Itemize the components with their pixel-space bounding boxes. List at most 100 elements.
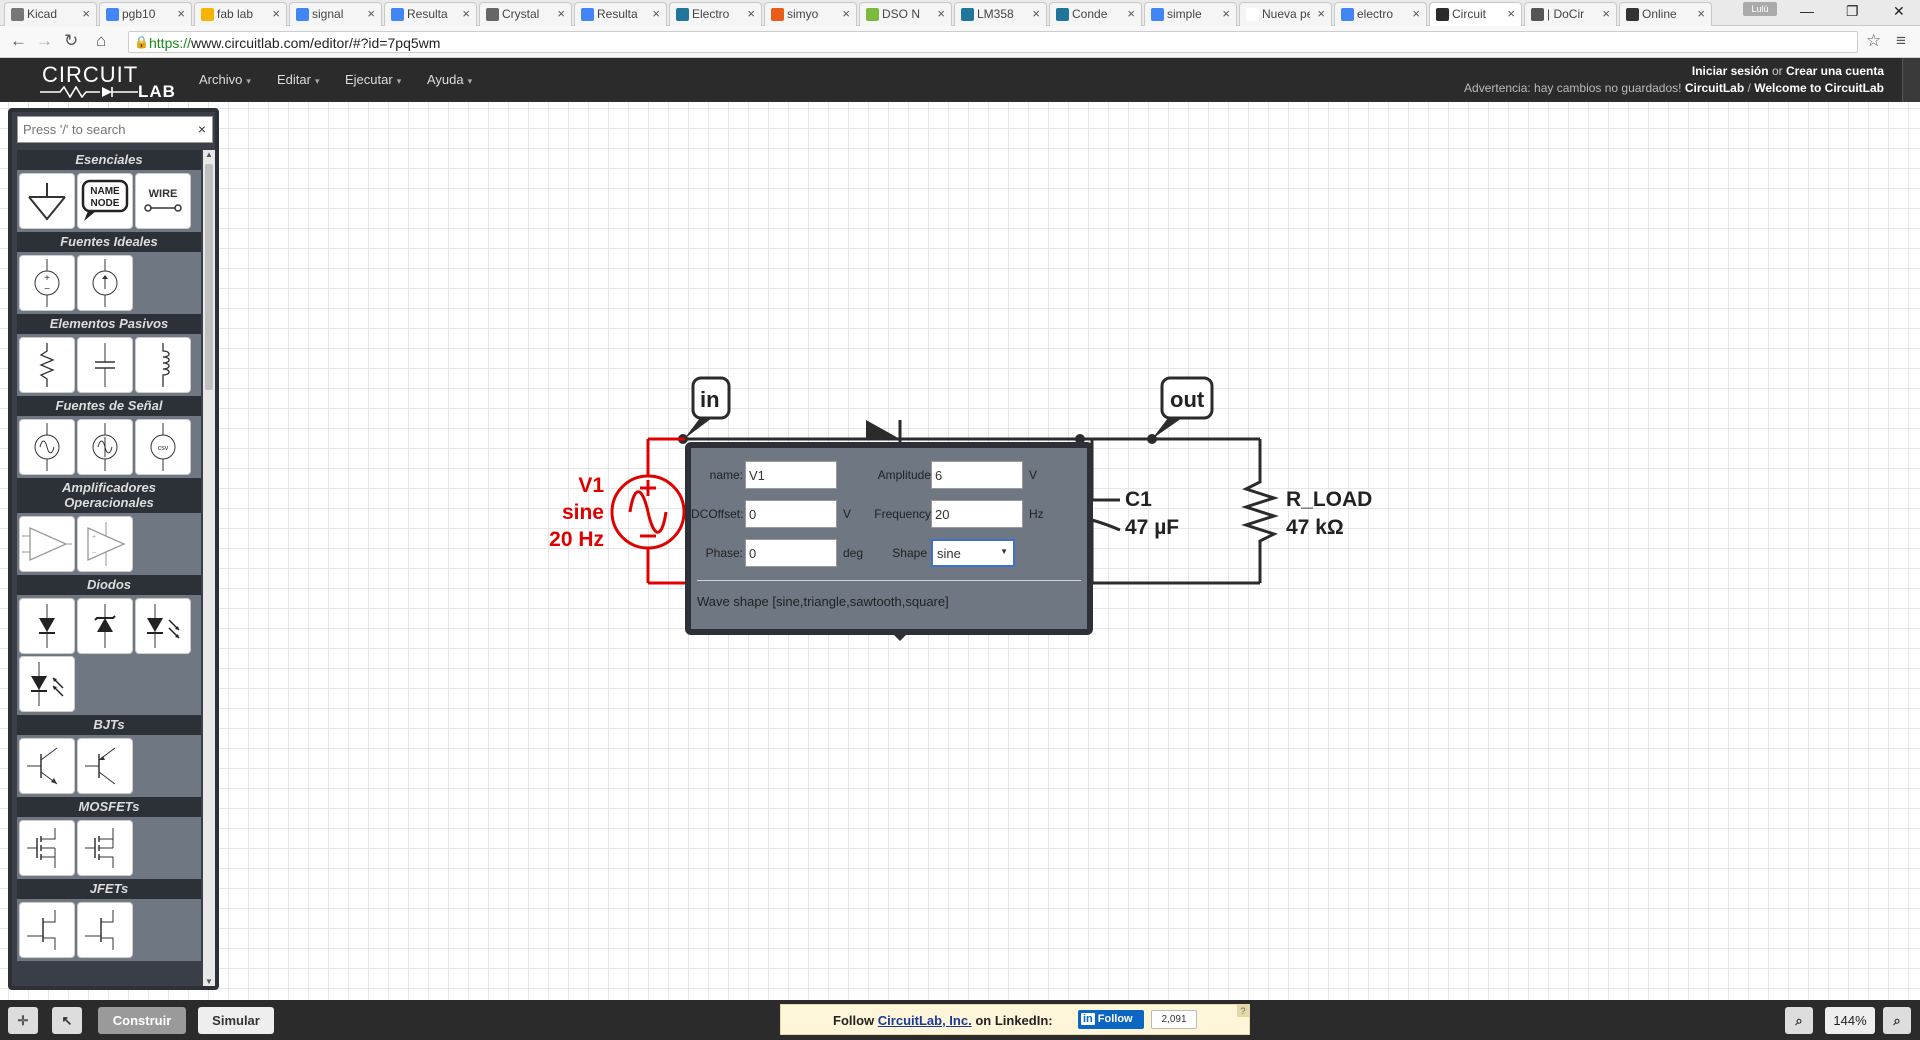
url-input[interactable]: 🔒 https://www.circuitlab.com/editor/#?id… xyxy=(128,31,1858,53)
zener-component[interactable] xyxy=(77,598,133,654)
cap-label-block[interactable]: C1 47 µF xyxy=(1125,486,1179,542)
frequency-field[interactable]: 20 xyxy=(931,500,1023,528)
tab-close-icon[interactable]: × xyxy=(462,6,470,21)
browser-tab[interactable]: Conde× xyxy=(1049,2,1142,26)
brand-link[interactable]: CircuitLab xyxy=(1684,81,1745,95)
zoom-out-icon[interactable]: ⌕ xyxy=(1785,1007,1813,1034)
tab-close-icon[interactable]: × xyxy=(1222,6,1230,21)
name-node-component[interactable]: NAME NODE xyxy=(77,173,133,229)
tab-close-icon[interactable]: × xyxy=(367,6,375,21)
npn-component[interactable] xyxy=(19,738,75,794)
scroll-up-icon[interactable]: ▲ xyxy=(205,150,213,159)
menu-ejecutar[interactable]: Ejecutar▾ xyxy=(345,72,402,87)
reload-icon[interactable]: ↻ xyxy=(64,31,79,50)
node-out-label[interactable]: out xyxy=(1170,387,1205,412)
profile-badge[interactable]: Lulú xyxy=(1743,2,1777,16)
bookmark-star-icon[interactable]: ☆ xyxy=(1866,31,1882,50)
browser-tab[interactable]: electro× xyxy=(1334,2,1427,26)
capacitor-component[interactable] xyxy=(77,337,133,393)
forward-icon[interactable]: → xyxy=(36,31,53,50)
source-label-block[interactable]: V1 sine 20 Hz xyxy=(540,472,604,553)
tab-close-icon[interactable]: × xyxy=(1602,6,1610,21)
resistor-component[interactable] xyxy=(19,337,75,393)
tab-close-icon[interactable]: × xyxy=(652,6,660,21)
tab-close-icon[interactable]: × xyxy=(557,6,565,21)
tab-close-icon[interactable]: × xyxy=(82,6,90,21)
browser-tab[interactable]: fab lab× xyxy=(194,2,287,26)
menu-icon[interactable]: ≡ xyxy=(1896,31,1906,50)
tab-close-icon[interactable]: × xyxy=(1032,6,1040,21)
browser-tab[interactable]: pgb10× xyxy=(99,2,192,26)
diode-component[interactable] xyxy=(19,598,75,654)
company-link[interactable]: CircuitLab, Inc. xyxy=(877,1013,972,1028)
simulate-tab[interactable]: Simular xyxy=(198,1007,274,1034)
help-icon[interactable]: ? xyxy=(1237,1005,1249,1017)
browser-tab[interactable]: Nueva pe× xyxy=(1239,2,1332,26)
browser-tab[interactable]: LM358× xyxy=(954,2,1047,26)
res-label-block[interactable]: R_LOAD 47 kΩ xyxy=(1286,486,1372,542)
browser-tab[interactable]: Online× xyxy=(1619,2,1712,26)
pjfet-component[interactable] xyxy=(77,902,133,958)
menu-ayuda[interactable]: Ayuda▾ xyxy=(427,72,473,87)
tab-close-icon[interactable]: × xyxy=(747,6,755,21)
pan-tool-icon[interactable]: ✛ xyxy=(8,1007,38,1034)
restore-icon[interactable]: ❐ xyxy=(1846,3,1859,19)
opamp-supply-component[interactable]: +− xyxy=(77,516,133,572)
browser-tab[interactable]: Kicad× xyxy=(4,2,97,26)
login-link[interactable]: Iniciar sesión xyxy=(1691,64,1769,78)
select-tool-icon[interactable]: ↖ xyxy=(52,1007,82,1034)
circuit-drawing[interactable] xyxy=(0,102,1920,1000)
browser-tab[interactable]: Circuit× xyxy=(1429,2,1522,26)
clear-search-icon[interactable]: × xyxy=(197,121,206,137)
shape-select[interactable]: sine ▼ xyxy=(931,539,1015,567)
close-window-icon[interactable]: ✕ xyxy=(1893,3,1905,19)
tab-close-icon[interactable]: × xyxy=(1507,6,1515,21)
pnp-component[interactable] xyxy=(77,738,133,794)
voltage-source-component[interactable]: +− xyxy=(19,255,75,311)
browser-tab[interactable]: Resulta× xyxy=(384,2,477,26)
amplitude-field[interactable]: 6 xyxy=(931,461,1023,489)
tab-close-icon[interactable]: × xyxy=(1412,6,1420,21)
pmos-component[interactable] xyxy=(77,820,133,876)
header-scrollbar[interactable] xyxy=(1902,58,1920,102)
led-component[interactable] xyxy=(135,598,191,654)
minimize-icon[interactable]: — xyxy=(1800,3,1814,19)
ground-component[interactable] xyxy=(19,173,75,229)
tab-close-icon[interactable]: × xyxy=(1127,6,1135,21)
node-in-label[interactable]: in xyxy=(700,387,720,412)
phase-field[interactable]: 0 xyxy=(745,539,837,567)
menu-editar[interactable]: Editar▾ xyxy=(277,72,320,87)
current-source-component[interactable] xyxy=(77,255,133,311)
csv-source-component[interactable]: csv xyxy=(135,419,191,475)
palette-scrollbar[interactable]: ▲ ▼ xyxy=(203,150,215,986)
sine-current-component[interactable] xyxy=(77,419,133,475)
browser-tab[interactable]: Resulta× xyxy=(574,2,667,26)
scroll-thumb[interactable] xyxy=(205,164,213,390)
tab-close-icon[interactable]: × xyxy=(1697,6,1705,21)
photodiode-component[interactable] xyxy=(19,656,75,712)
browser-tab[interactable]: | DoCir× xyxy=(1524,2,1617,26)
nmos-component[interactable] xyxy=(19,820,75,876)
browser-tab[interactable]: simyo× xyxy=(764,2,857,26)
inductor-component[interactable] xyxy=(135,337,191,393)
browser-tab[interactable]: simple× xyxy=(1144,2,1237,26)
browser-tab[interactable]: signal× xyxy=(289,2,382,26)
welcome-link[interactable]: Welcome to CircuitLab xyxy=(1754,81,1884,95)
browser-tab[interactable]: Crystal× xyxy=(479,2,572,26)
wire-component[interactable]: WIRE xyxy=(135,173,191,229)
back-icon[interactable]: ← xyxy=(10,31,27,50)
create-account-link[interactable]: Crear una cuenta xyxy=(1785,64,1884,78)
menu-archivo[interactable]: Archivo▾ xyxy=(199,72,251,87)
tab-close-icon[interactable]: × xyxy=(1317,6,1325,21)
home-icon[interactable]: ⌂ xyxy=(96,31,107,50)
tab-close-icon[interactable]: × xyxy=(842,6,850,21)
sine-voltage-component[interactable] xyxy=(19,419,75,475)
tab-close-icon[interactable]: × xyxy=(272,6,280,21)
browser-tab[interactable]: DSO N× xyxy=(859,2,952,26)
scroll-down-icon[interactable]: ▼ xyxy=(205,977,213,986)
tab-close-icon[interactable]: × xyxy=(937,6,945,21)
build-tab[interactable]: Construir xyxy=(98,1007,186,1034)
tab-close-icon[interactable]: × xyxy=(177,6,185,21)
njfet-component[interactable] xyxy=(19,902,75,958)
component-search-input[interactable] xyxy=(18,117,193,142)
